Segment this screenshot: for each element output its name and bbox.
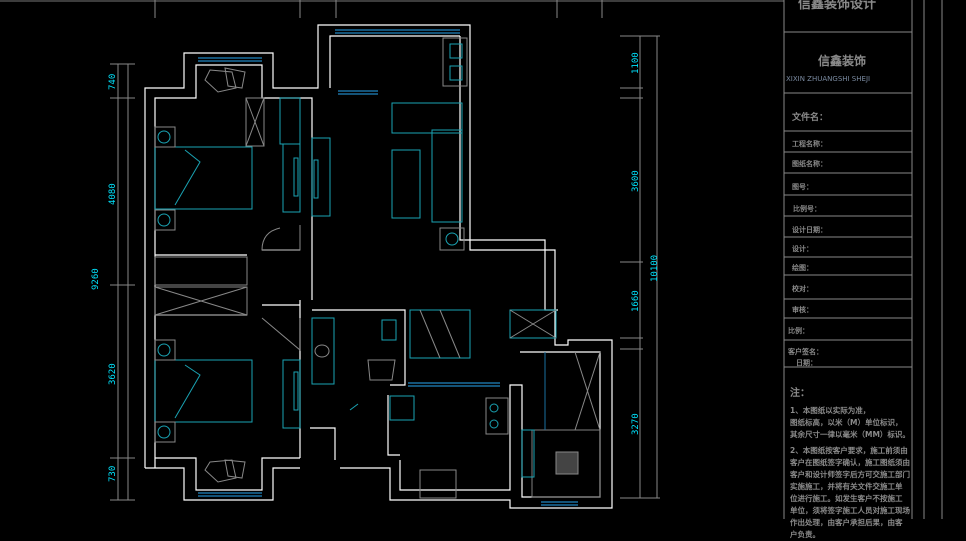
note-line: 位进行施工。如发生客户不按施工 bbox=[790, 494, 903, 503]
field-reviewer: 审核： bbox=[792, 306, 813, 314]
note-line: 户负责。 bbox=[790, 530, 820, 539]
kitchen-counter bbox=[389, 395, 415, 421]
stove bbox=[485, 397, 509, 435]
wardrobe bbox=[154, 286, 248, 316]
note-line: 客户在图纸签字确认，施工图纸须由 bbox=[790, 458, 910, 467]
notes-title: 注： bbox=[790, 388, 810, 399]
side-table bbox=[439, 227, 465, 251]
walls bbox=[144, 24, 613, 509]
coffee-table bbox=[391, 149, 421, 219]
note-line: 其余尺寸一律以毫米（MM）标识。 bbox=[790, 430, 910, 439]
tv-stand bbox=[311, 137, 331, 217]
windows bbox=[198, 29, 578, 506]
dim-left-2: 4080 bbox=[108, 183, 118, 205]
dim-left-1: 740 bbox=[108, 74, 118, 90]
tv-cabinet bbox=[282, 143, 301, 213]
wardrobe bbox=[154, 256, 248, 286]
vanity bbox=[311, 317, 335, 385]
dimension-lines-left bbox=[110, 63, 135, 501]
field-drawing-name: 图纸名称： bbox=[792, 160, 827, 168]
dimension-labels: 740 4080 9260 3620 730 1100 3600 1660 10… bbox=[91, 52, 660, 482]
field-project-name: 工程名称： bbox=[792, 140, 827, 148]
living-room bbox=[391, 37, 557, 359]
plant-icon bbox=[204, 459, 246, 483]
sofa-armchair bbox=[391, 102, 463, 134]
nightstand bbox=[154, 209, 176, 231]
sofa bbox=[431, 129, 463, 223]
bedroom-top bbox=[154, 67, 331, 251]
field-drawing-number: 图号： bbox=[792, 183, 813, 191]
note-line: 2、本图纸按客户要求，施工前须由 bbox=[790, 446, 908, 455]
plant-icon bbox=[204, 67, 246, 93]
dim-right-3: 1660 bbox=[631, 290, 641, 312]
field-scale-number: 比例号： bbox=[793, 205, 821, 213]
dim-right-2: 3600 bbox=[631, 170, 641, 192]
floor-plan-drawing: 740 4080 9260 3620 730 1100 3600 1660 10… bbox=[0, 0, 943, 519]
dim-left-total: 9260 bbox=[91, 268, 101, 290]
field-drafter: 绘图： bbox=[792, 264, 813, 272]
note-line: 客户和设计师签字后方可交施工部门 bbox=[790, 470, 910, 479]
title-block-top-title: 信鑫装饰设计 bbox=[798, 0, 877, 12]
dining-table bbox=[409, 309, 471, 359]
field-client-signature: 客户签名： bbox=[788, 348, 823, 356]
bathroom-kitchen bbox=[311, 317, 601, 499]
dim-left-4: 730 bbox=[108, 466, 118, 482]
notes-block: 1、本图纸以实际为准， 图纸标高，以米（M）单位标识， 其余尺寸一律以毫米（MM… bbox=[790, 405, 910, 541]
tv-cabinet bbox=[279, 97, 301, 145]
note-line: 1、本图纸以实际为准， bbox=[790, 406, 871, 415]
toilet bbox=[367, 359, 396, 381]
dimension-lines-right bbox=[620, 35, 660, 499]
company-pinyin: XIXIN ZHUANGSHI SHEJI bbox=[786, 75, 871, 83]
note-line: 单位，须将签字施工人员对施工现场 bbox=[790, 506, 910, 515]
kitchen-sink bbox=[442, 37, 468, 87]
dim-right-total: 10100 bbox=[650, 255, 660, 282]
bed-top bbox=[154, 146, 253, 210]
field-scale: 比例： bbox=[788, 327, 809, 335]
wardrobe bbox=[245, 97, 265, 147]
field-design-date: 设计日期： bbox=[792, 226, 827, 234]
tv-cabinet bbox=[282, 359, 301, 429]
top-ticks bbox=[154, 0, 603, 18]
kitchen-sink-2 bbox=[419, 469, 457, 499]
note-line: 图纸标高，以米（M）单位标识， bbox=[790, 418, 903, 427]
nightstand bbox=[154, 126, 176, 148]
dim-left-3: 3620 bbox=[108, 363, 118, 385]
note-line: 实施施工，并将有关文件交施工单 bbox=[790, 482, 903, 491]
dim-right-4: 3270 bbox=[631, 413, 641, 435]
field-checker: 校对： bbox=[792, 285, 813, 293]
field-date: 日期： bbox=[796, 359, 817, 367]
bed-bottom bbox=[154, 359, 253, 423]
shoe-cabinet bbox=[509, 309, 557, 339]
title-block-frame bbox=[783, 0, 943, 519]
balcony-floor bbox=[531, 429, 601, 498]
field-file-name: 文件名： bbox=[792, 113, 829, 123]
company-name: 信鑫装饰 bbox=[818, 54, 867, 68]
field-designer: 设计： bbox=[792, 245, 813, 253]
dim-right-1: 1100 bbox=[631, 52, 641, 74]
bedroom-bottom bbox=[154, 256, 301, 483]
